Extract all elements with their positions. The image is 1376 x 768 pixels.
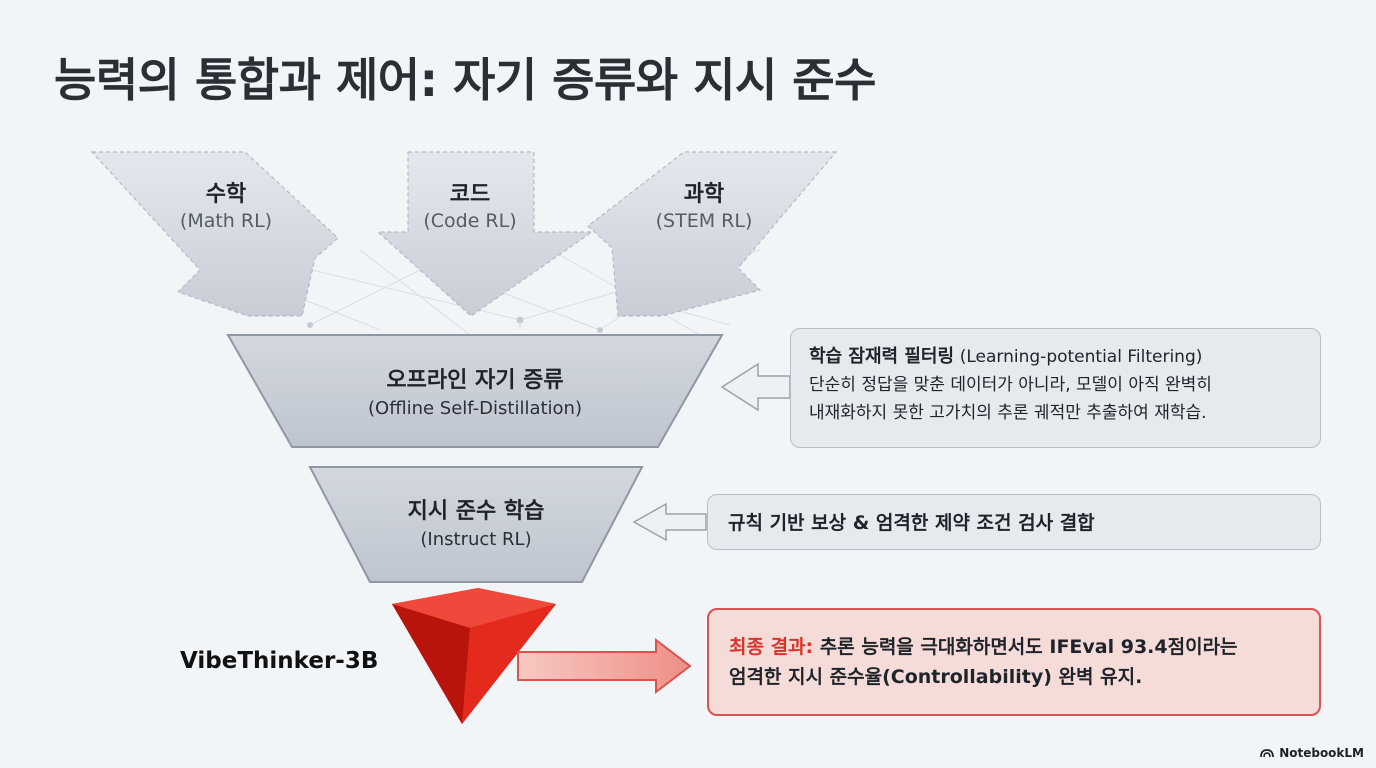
distillation-stage: [226, 334, 724, 448]
notebooklm-brand: NotebookLM: [1260, 746, 1364, 760]
stem-input-arrow: [587, 151, 838, 317]
page-title: 능력의 통합과 제어: 자기 증류와 지시 준수: [54, 53, 876, 107]
vibethinker-pyramid: [392, 588, 556, 724]
math-input-arrow: [90, 151, 339, 317]
stem-input-label: 과학 (STEM RL): [655, 182, 753, 232]
result-label: 최종 결과:: [729, 636, 814, 658]
filtering-note-line-1: 단순히 정답을 맞춘 데이터가 아니라, 모델이 아직 완벽히: [809, 375, 1212, 395]
distillation-stage-label: 오프라인 자기 증류 (Offline Self-Distillation): [368, 368, 582, 419]
code-input-label: 코드 (Code RL): [423, 182, 517, 232]
result-card: 최종 결과: 추론 능력을 극대화하면서도 IFEval 93.4점이라는 엄격…: [707, 608, 1321, 716]
model-name: VibeThinker-3B: [180, 648, 379, 674]
rules-pointer-arrow: [632, 502, 707, 542]
result-arrow: [517, 637, 692, 695]
math-input-label: 수학 (Math RL): [179, 182, 273, 232]
filtering-pointer-arrow: [720, 362, 791, 412]
notebooklm-logo-icon: [1260, 749, 1275, 758]
instruct-stage-label: 지시 준수 학습 (Instruct RL): [407, 499, 545, 550]
code-input-arrow: [376, 151, 594, 317]
result-line-2: 엄격한 지시 준수율(Controllability) 완벽 유지.: [729, 666, 1143, 688]
rules-note-text: 규칙 기반 보상 & 엄격한 제약 조건 검사 결합: [728, 512, 1095, 534]
filtering-note-heading: 학습 잠재력 필터링 (Learning-potential Filtering…: [809, 346, 1203, 367]
filtering-note-card: 학습 잠재력 필터링 (Learning-potential Filtering…: [790, 328, 1321, 448]
rules-note-card: 규칙 기반 보상 & 엄격한 제약 조건 검사 결합: [707, 494, 1321, 550]
filtering-note-line-2: 내재화하지 못한 고가치의 추론 궤적만 추출하여 재학습.: [809, 403, 1207, 423]
instruct-stage: [308, 466, 644, 583]
result-line-1: 최종 결과: 추론 능력을 극대화하면서도 IFEval 93.4점이라는: [729, 636, 1238, 658]
